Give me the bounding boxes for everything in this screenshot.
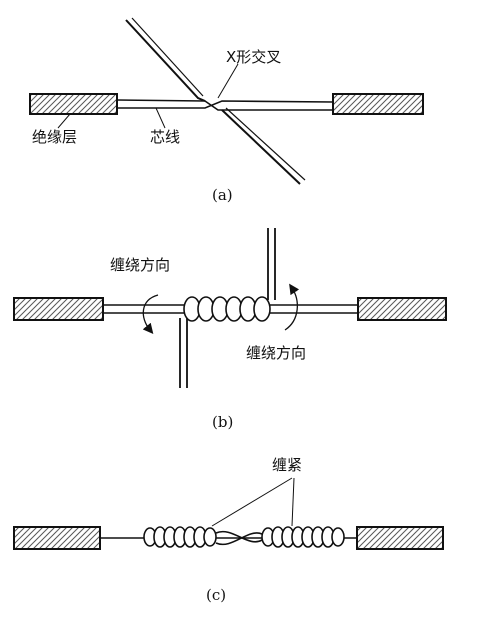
diagonal-wire-1b-a xyxy=(131,17,204,97)
label-wind-direction-right: 缠绕方向 xyxy=(246,344,306,362)
leader-tighten-left xyxy=(211,477,293,527)
leader-insulation-a xyxy=(57,113,71,129)
leader-core-a xyxy=(155,107,166,129)
tail-down-b xyxy=(179,318,188,388)
wind-arrow-right xyxy=(284,283,300,331)
leader-cross-a xyxy=(217,63,239,99)
insulation-right-b xyxy=(357,297,447,321)
winding-coils-b xyxy=(183,296,271,322)
panel-a: X形交叉 绝缘层 芯线 (a) xyxy=(29,17,424,204)
insulation-right-c xyxy=(356,526,444,550)
wind-arrow-left xyxy=(142,294,159,334)
label-wind-direction-left: 缠绕方向 xyxy=(110,256,170,274)
diagonal-wire-2-a xyxy=(221,109,301,185)
insulation-left-c xyxy=(13,526,101,550)
caption-c: (c) xyxy=(206,586,226,604)
winding-coils-left-c xyxy=(143,526,217,548)
winding-coils-right-c xyxy=(261,526,345,548)
insulation-right-a xyxy=(332,93,424,115)
tail-up-b xyxy=(267,228,276,300)
label-insulation: 绝缘层 xyxy=(32,128,77,146)
label-core-wire: 芯线 xyxy=(150,128,180,146)
caption-b: (b) xyxy=(212,413,233,431)
panel-c: 缠紧 (c) xyxy=(13,456,444,604)
insulation-left-a xyxy=(29,93,118,115)
twist-middle-c xyxy=(215,530,263,546)
panel-b: 缠绕方向 缠绕方向 (b) xyxy=(13,228,447,431)
insulation-left-b xyxy=(13,297,104,321)
diagonal-wire-1-a xyxy=(125,19,206,102)
caption-a: (a) xyxy=(212,186,233,204)
diagonal-wire-2b-a xyxy=(225,107,306,181)
label-tighten: 缠紧 xyxy=(272,456,302,474)
label-x-cross: X形交叉 xyxy=(226,48,281,66)
core-wire-right-a xyxy=(117,100,334,109)
leader-tighten-right xyxy=(291,477,295,527)
